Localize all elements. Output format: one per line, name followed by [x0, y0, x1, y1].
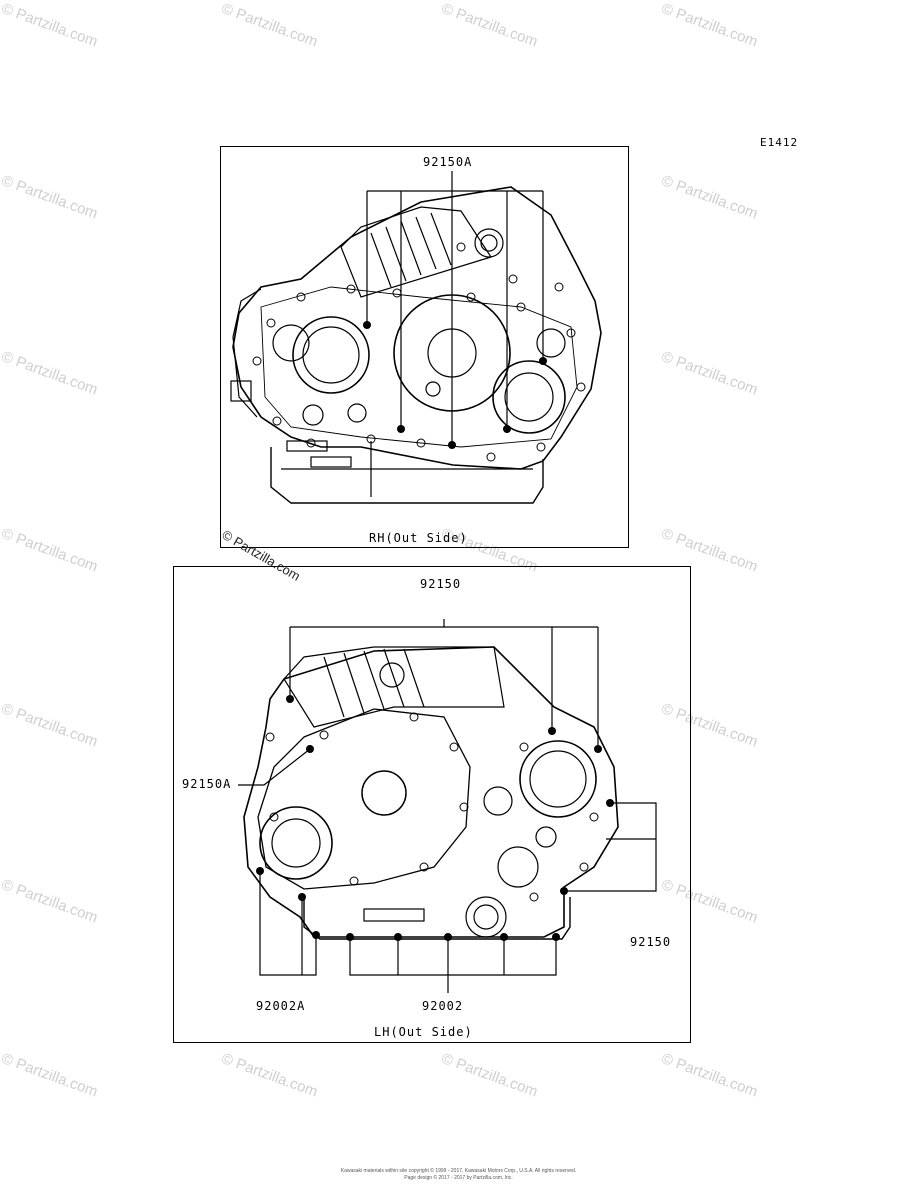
lh-callout-92150A: 92150A [182, 777, 232, 791]
copyright-footer: Kawasaki materials within site copyright… [0, 1168, 917, 1182]
lh-callout-92150-right: 92150 [630, 935, 672, 949]
lh-callout-92002: 92002 [422, 999, 464, 1013]
lh-view-title: LH(Out Side) [374, 1025, 473, 1039]
watermark: © Partzilla.com [439, 0, 540, 51]
lh-crankcase-drawing [238, 619, 657, 993]
lh-view-panel: 92150 92150A 92150 92002A 92002 LH(Out S… [173, 566, 691, 1043]
diagram-code: E1412 [760, 136, 799, 149]
rh-view-title: RH(Out Side) [369, 531, 468, 545]
lh-callout-92002A: 92002A [256, 999, 306, 1013]
watermark: © Partzilla.com [0, 348, 100, 399]
watermark: © Partzilla.com [0, 172, 100, 223]
watermark: © Partzilla.com [0, 1050, 100, 1101]
watermark: © Partzilla.com [219, 0, 320, 51]
watermark: © Partzilla.com [0, 0, 100, 51]
rh-view-panel: 92150A RH(Out Side) © Partzilla.com [220, 146, 629, 584]
watermark: © Partzilla.com [0, 525, 100, 576]
watermark: © Partzilla.com [439, 1050, 540, 1101]
watermark: © Partzilla.com [659, 1050, 760, 1101]
watermark: © Partzilla.com [0, 876, 100, 927]
watermark: © Partzilla.com [659, 172, 760, 223]
footer-line-1: Kawasaki materials within site copyright… [340, 1168, 577, 1174]
footer-line-2: Page design © 2017 - 2017 by Partzilla.c… [404, 1175, 513, 1181]
watermark: © Partzilla.com [659, 0, 760, 51]
rh-crankcase-drawing [230, 171, 602, 504]
watermark: © Partzilla.com [219, 1050, 320, 1101]
lh-callout-92150-top: 92150 [420, 577, 462, 591]
watermark: © Partzilla.com [659, 348, 760, 399]
rh-callout-92150A: 92150A [423, 155, 473, 169]
watermark: © Partzilla.com [0, 700, 100, 751]
